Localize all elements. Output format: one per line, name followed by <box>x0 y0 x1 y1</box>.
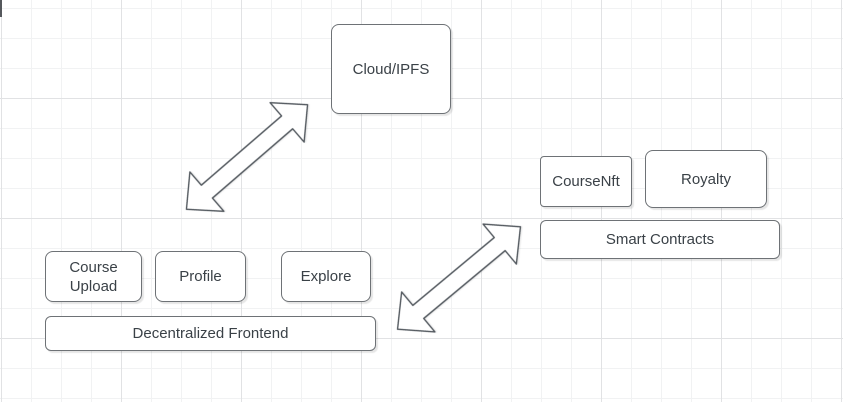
node-royalty[interactable]: Royalty <box>645 150 767 208</box>
node-course-upload[interactable]: Course Upload <box>45 251 142 302</box>
double-arrow-shape <box>396 223 522 333</box>
node-smart-contracts[interactable]: Smart Contracts <box>540 220 780 259</box>
frontend-cloud-double-arrow[interactable] <box>163 79 331 236</box>
node-explore-label: Explore <box>300 268 352 285</box>
node-course-nft-label: CourseNft <box>552 173 620 190</box>
node-cloud-ipfs[interactable]: Cloud/IPFS <box>331 24 451 114</box>
node-profile[interactable]: Profile <box>155 251 246 302</box>
frontend-contracts-double-arrow[interactable] <box>374 201 543 356</box>
node-course-nft[interactable]: CourseNft <box>540 156 632 207</box>
page-edge-mark <box>0 0 2 17</box>
node-cloud-ipfs-label: Cloud/IPFS <box>352 60 430 78</box>
double-arrow-shape <box>185 101 309 213</box>
node-course-upload-label: Course Upload <box>69 258 118 295</box>
node-smart-contracts-label: Smart Contracts <box>605 231 715 248</box>
node-royalty-label: Royalty <box>680 170 732 188</box>
node-decentralized-frontend[interactable]: Decentralized Frontend <box>45 316 376 351</box>
node-decentralized-frontend-label: Decentralized Frontend <box>132 325 289 342</box>
node-profile-label: Profile <box>179 268 222 285</box>
node-explore[interactable]: Explore <box>281 251 371 302</box>
